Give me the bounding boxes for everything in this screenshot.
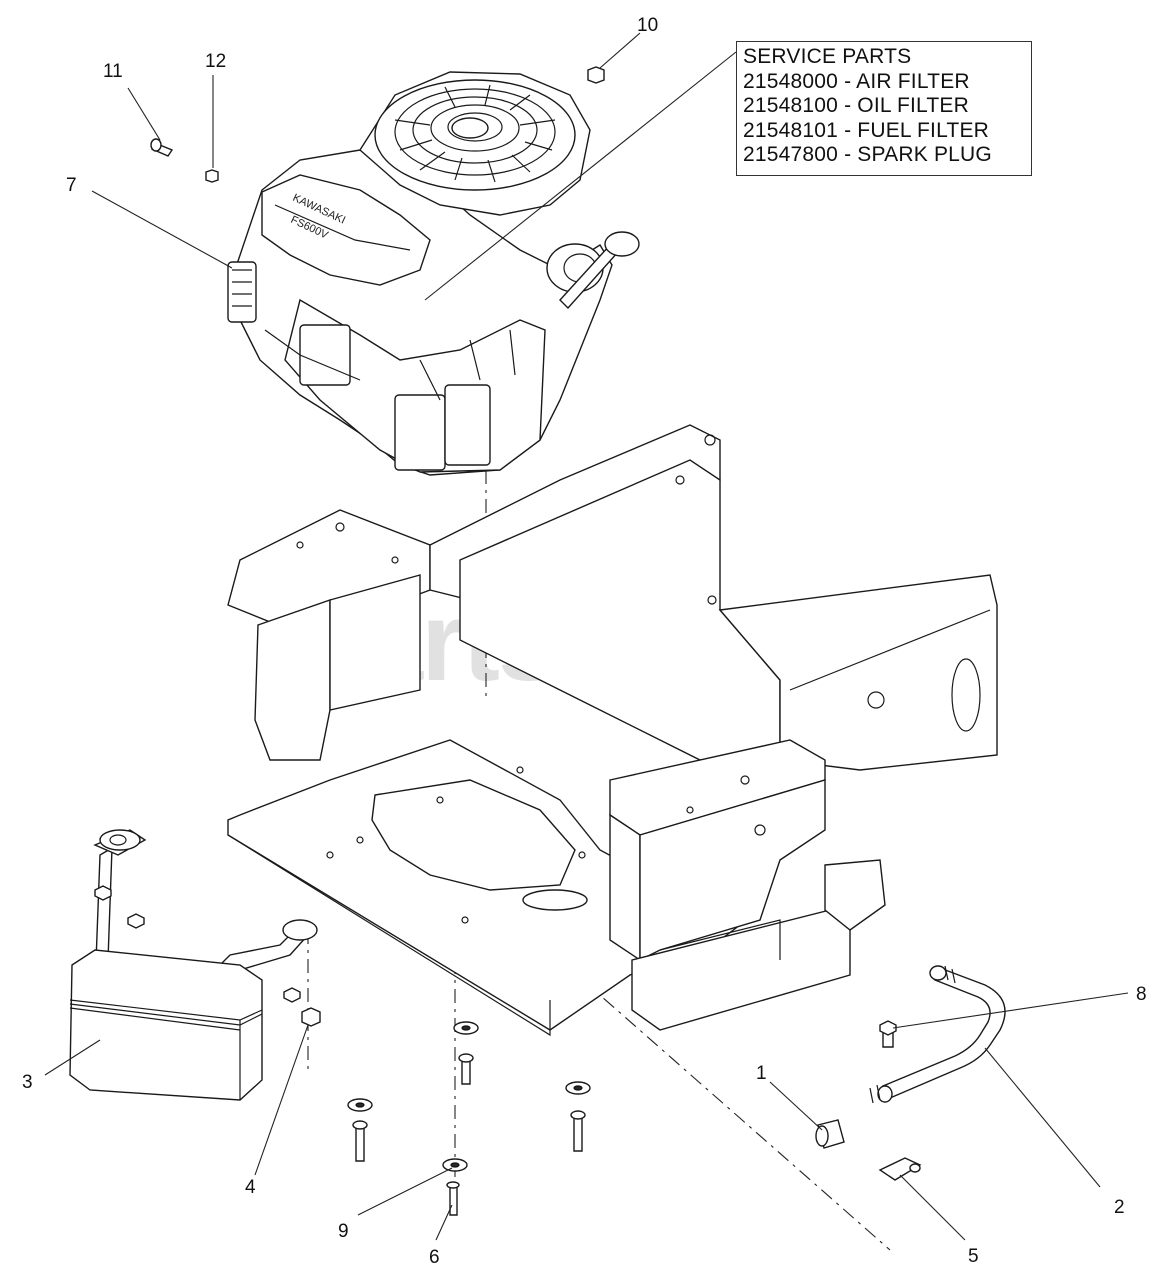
engine: KAWASAKI FS600V bbox=[227, 71, 640, 476]
service-part-fuel-filter: 21548101 - FUEL FILTER bbox=[743, 118, 990, 142]
callout-6: 6 bbox=[429, 1247, 440, 1268]
callout-2: 2 bbox=[1114, 1197, 1125, 1218]
callout-9: 9 bbox=[338, 1221, 349, 1242]
callout-8: 8 bbox=[1136, 984, 1147, 1005]
callout-11: 11 bbox=[103, 61, 123, 82]
service-part-air-filter: 21548000 - AIR FILTER bbox=[743, 69, 970, 93]
callout-10: 10 bbox=[637, 15, 658, 36]
callout-3: 3 bbox=[22, 1072, 33, 1093]
muffler bbox=[69, 829, 321, 1101]
service-parts-title: SERVICE PARTS bbox=[743, 45, 912, 68]
leader-lines bbox=[44, 32, 1129, 1241]
callout-4: 4 bbox=[245, 1177, 256, 1198]
callout-12: 12 bbox=[205, 51, 226, 72]
callout-5: 5 bbox=[968, 1246, 979, 1267]
callouts: 10 11 12 7 8 1 2 3 4 9 6 5 bbox=[22, 15, 1147, 1268]
callout-7: 7 bbox=[66, 175, 77, 196]
service-part-spark-plug: 21547800 - SPARK PLUG bbox=[743, 143, 992, 166]
service-part-oil-filter: 21548100 - OIL FILTER bbox=[743, 94, 969, 117]
service-parts-box: SERVICE PARTS 21548000 - AIR FILTER 2154… bbox=[736, 41, 1032, 176]
hardware bbox=[150, 66, 922, 1216]
callout-1: 1 bbox=[756, 1063, 767, 1084]
fuel-hose bbox=[869, 965, 1006, 1104]
chassis-frame bbox=[227, 424, 998, 1037]
